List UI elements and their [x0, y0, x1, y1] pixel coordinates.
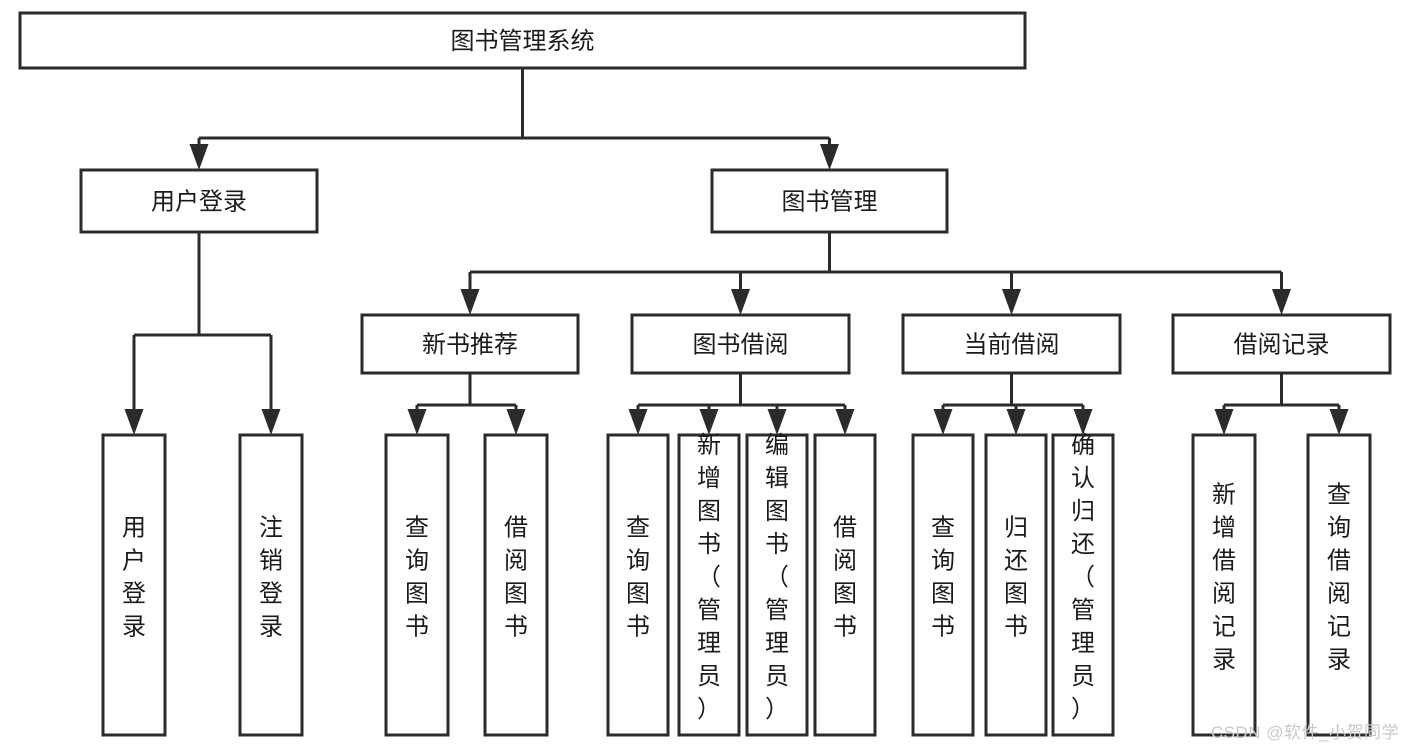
node-label: 借阅图书	[833, 515, 857, 641]
node-layer: 图书管理系统用户登录图书管理新书推荐图书借阅当前借阅借阅记录用户登录注销登录查询…	[18, 11, 1392, 737]
node-label: 查询图书	[626, 515, 650, 641]
node-box[interactable]	[813, 433, 877, 737]
node-leaf-user-logout[interactable]: 注销登录	[238, 433, 304, 737]
node-label: 图书借阅	[693, 332, 789, 359]
node-leaf-add-book[interactable]: 新增图书（管理员）	[677, 432, 741, 737]
node-box[interactable]	[101, 433, 167, 737]
node-label: 新增图书（管理员）	[697, 432, 721, 723]
arrow-head-icon	[820, 144, 839, 170]
node-label: 确认归还（管理员）	[1071, 432, 1095, 723]
node-box[interactable]	[18, 11, 1027, 70]
node-leaf-query-record[interactable]: 查询借阅记录	[1306, 433, 1372, 737]
node-box[interactable]	[630, 313, 851, 375]
arrow-head-icon	[1006, 409, 1026, 435]
node-box[interactable]	[710, 168, 949, 234]
arrow-head-icon	[506, 409, 526, 435]
node-label: 查询图书	[931, 515, 955, 641]
connector-group	[1214, 373, 1349, 435]
connector-group	[460, 232, 1291, 315]
node-label: 新增借阅记录	[1212, 482, 1236, 674]
node-leaf-borrow-book-2[interactable]: 借阅图书	[813, 433, 877, 737]
node-book-borrow[interactable]: 图书借阅	[630, 313, 851, 375]
arrow-head-icon	[1214, 409, 1234, 435]
node-box[interactable]	[384, 433, 450, 737]
node-label: 当前借阅	[964, 332, 1060, 359]
arrow-head-icon	[731, 289, 750, 315]
connector-group	[124, 232, 281, 435]
node-box[interactable]	[1171, 313, 1392, 375]
arrow-head-icon	[124, 409, 144, 435]
arrow-head-icon	[1002, 289, 1021, 315]
node-book-manage[interactable]: 图书管理	[710, 168, 949, 234]
node-leaf-borrow-book-1[interactable]: 借阅图书	[483, 433, 549, 737]
node-box[interactable]	[606, 433, 670, 737]
connector-group	[189, 68, 839, 170]
node-label: 图书管理系统	[451, 28, 595, 55]
node-leaf-query-book-3[interactable]: 查询图书	[911, 433, 975, 737]
node-box[interactable]	[901, 313, 1122, 375]
node-box[interactable]	[745, 433, 809, 737]
node-box[interactable]	[79, 168, 319, 234]
arrow-head-icon	[699, 409, 719, 435]
node-label: 借阅记录	[1234, 332, 1330, 359]
node-leaf-return-book[interactable]: 归还图书	[984, 433, 1048, 737]
node-leaf-query-book-2[interactable]: 查询图书	[606, 433, 670, 737]
arrow-head-icon	[835, 409, 855, 435]
connector-group	[628, 373, 855, 435]
node-root[interactable]: 图书管理系统	[18, 11, 1027, 70]
node-current-borrow[interactable]: 当前借阅	[901, 313, 1122, 375]
node-label: 用户登录	[122, 515, 146, 641]
connector-group	[407, 373, 526, 435]
node-label: 编辑图书（管理员）	[765, 432, 789, 723]
node-user-login[interactable]: 用户登录	[79, 168, 319, 234]
node-leaf-add-record[interactable]: 新增借阅记录	[1191, 433, 1257, 737]
arrow-head-icon	[189, 144, 209, 170]
node-box[interactable]	[1191, 433, 1257, 737]
node-leaf-query-book-1[interactable]: 查询图书	[384, 433, 450, 737]
node-label: 图书管理	[782, 189, 878, 216]
node-label: 归还图书	[1004, 515, 1028, 641]
arrow-head-icon	[628, 409, 648, 435]
arrow-head-icon	[460, 289, 480, 315]
node-label: 注销登录	[259, 515, 283, 641]
node-box[interactable]	[677, 433, 741, 737]
arrow-head-icon	[1272, 289, 1291, 315]
arrow-head-icon	[261, 409, 281, 435]
node-box[interactable]	[238, 433, 304, 737]
node-label: 借阅图书	[504, 515, 528, 641]
node-box[interactable]	[1306, 433, 1372, 737]
connector-layer	[124, 68, 1349, 435]
node-new-book-rec[interactable]: 新书推荐	[360, 313, 580, 375]
node-label: 用户登录	[151, 189, 247, 216]
node-label: 新书推荐	[422, 332, 518, 359]
node-leaf-user-login[interactable]: 用户登录	[101, 433, 167, 737]
node-label: 查询图书	[405, 515, 429, 641]
arrow-head-icon	[767, 409, 787, 435]
node-label: 查询借阅记录	[1327, 482, 1351, 674]
arrow-head-icon	[1329, 409, 1349, 435]
arrow-head-icon	[1073, 409, 1093, 435]
arrow-head-icon	[933, 409, 953, 435]
node-box[interactable]	[984, 433, 1048, 737]
arrow-head-icon	[407, 409, 427, 435]
node-box[interactable]	[483, 433, 549, 737]
node-leaf-confirm-return[interactable]: 确认归还（管理员）	[1051, 432, 1115, 737]
node-leaf-edit-book[interactable]: 编辑图书（管理员）	[745, 432, 809, 737]
node-box[interactable]	[1051, 433, 1115, 737]
node-box[interactable]	[360, 313, 580, 375]
connector-group	[933, 373, 1093, 435]
node-borrow-record[interactable]: 借阅记录	[1171, 313, 1392, 375]
node-box[interactable]	[911, 433, 975, 737]
